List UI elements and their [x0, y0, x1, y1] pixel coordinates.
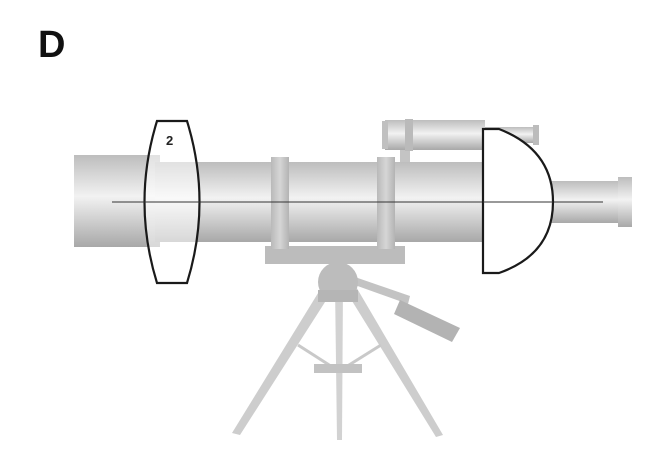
tripod-brace-hub	[314, 364, 362, 373]
tripod-leg-center	[335, 285, 343, 440]
tripod-leg-left	[232, 285, 334, 435]
finder-band	[405, 119, 413, 151]
finder-end-left	[382, 121, 388, 149]
eyepiece-lens	[481, 127, 555, 275]
objective-lens: 2	[140, 119, 204, 285]
panel-label: D	[38, 24, 65, 66]
finder-eyepiece-cap	[533, 125, 539, 145]
tripod-leg-right	[344, 285, 443, 437]
pan-handle	[352, 276, 410, 304]
pan-handle-grip	[394, 300, 460, 342]
eyepiece-cap	[618, 177, 632, 227]
eyepiece-lens-outline	[481, 127, 555, 275]
finder-post	[400, 148, 410, 162]
tripod	[232, 246, 460, 440]
mount-band-right	[377, 157, 395, 249]
mount-band-left	[271, 157, 289, 249]
finder-body	[385, 120, 485, 150]
lens-label: 2	[166, 133, 173, 148]
tripod-head-base	[318, 290, 358, 302]
mount-bar	[265, 246, 405, 264]
